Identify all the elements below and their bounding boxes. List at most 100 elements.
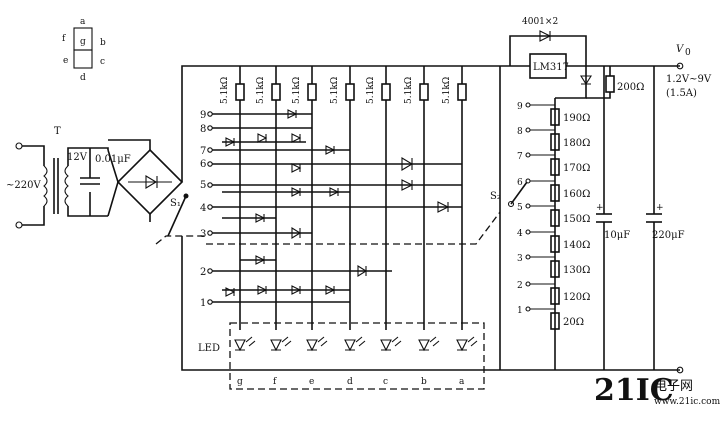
tap-number: 5 — [517, 203, 523, 213]
led-symbol — [234, 339, 246, 352]
tap-contact — [525, 102, 531, 108]
tap-number: 3 — [517, 254, 523, 264]
lm317-label: LM317 — [533, 62, 569, 73]
led-light-arrows — [317, 336, 328, 347]
divider-resistor — [550, 312, 560, 330]
led-resistor-label: 5.1kΩ — [292, 77, 302, 104]
led-label: LED — [198, 343, 220, 354]
switch-s2: S₂ — [206, 181, 528, 245]
divider-resistor — [550, 108, 560, 126]
led-symbol — [380, 339, 392, 352]
mains-voltage-label: ~220V — [6, 180, 41, 191]
tap-number: 2 — [517, 281, 523, 291]
divider-resistor-label: 20Ω — [563, 317, 584, 328]
switch-s1: S₁ — [155, 65, 680, 371]
watermark-brand: 21IC — [594, 373, 674, 408]
divider-resistor-label: 150Ω — [563, 214, 590, 225]
transformer-label: T — [54, 126, 61, 137]
led-light-arrows — [429, 336, 440, 347]
matrix-diodes — [222, 109, 450, 297]
output-label: V — [676, 44, 685, 55]
s1-contact-7: 7 — [200, 146, 206, 157]
s1-label: S₁ — [170, 198, 181, 209]
led-resistor — [381, 83, 391, 101]
led-light-arrows — [281, 336, 292, 347]
output-subscript: 0 — [685, 48, 691, 58]
led-light-arrows — [355, 336, 366, 347]
mains-input: ~220V — [6, 142, 45, 229]
seg-label-f: f — [62, 34, 66, 44]
segment-letter: d — [347, 377, 353, 387]
divider-resistor-label: 180Ω — [563, 138, 590, 149]
led-symbol — [456, 339, 468, 352]
s1-contact-9: 9 — [200, 110, 206, 121]
led-resistor — [271, 83, 281, 101]
tap-number: 6 — [517, 178, 523, 188]
output-range-label: 1.2V~9V — [666, 74, 712, 85]
led-resistor-label: 5.1kΩ — [442, 77, 452, 104]
top-resistor-label: 200Ω — [617, 82, 644, 93]
led-resistor — [307, 83, 317, 101]
divider-resistor — [550, 184, 560, 202]
watermark-url: www.21ic.com — [654, 397, 721, 407]
divider-ladder: 9190Ω8180Ω7170Ω6160Ω5150Ω4140Ω3130Ω2120Ω… — [517, 98, 590, 370]
divider-resistor-label: 190Ω — [563, 113, 590, 124]
segment-letter: c — [383, 377, 388, 387]
lm317-chip — [529, 53, 567, 79]
seg-label-e: e — [63, 56, 68, 66]
led-resistor-label: 5.1kΩ — [220, 77, 230, 104]
tap-contact — [525, 281, 531, 287]
divider-resistor — [550, 287, 560, 305]
bridge-rectifier — [107, 139, 184, 222]
contact-lines — [207, 111, 462, 305]
s1-contact-6: 6 — [200, 159, 206, 170]
tap-number: 9 — [517, 102, 523, 112]
segment-letter: g — [237, 377, 243, 387]
led-resistor-label: 5.1kΩ — [330, 77, 340, 104]
divider-resistor-label: 120Ω — [563, 292, 590, 303]
tap-number: 8 — [517, 127, 523, 137]
regulator-section: LM317 4001×2 200Ω V 0 1.2V~9V (1.5A) + 1… — [499, 17, 712, 374]
divider-resistor-label: 140Ω — [563, 240, 590, 251]
divider-resistor — [550, 260, 560, 278]
led-resistor — [419, 83, 429, 101]
seg-label-a: a — [80, 17, 86, 27]
svg-text:+: + — [656, 203, 664, 213]
s1-contact-5: 5 — [200, 180, 206, 191]
seg-label-d: d — [80, 73, 86, 83]
seg-label-c: c — [100, 57, 105, 67]
segment-legend: a f g b e c d — [62, 17, 106, 83]
c1-label: 10μF — [604, 230, 630, 241]
divider-resistor-label: 130Ω — [563, 265, 590, 276]
watermark-cn: 电子网 — [654, 379, 693, 394]
led-light-arrows — [391, 336, 402, 347]
led-resistor-label: 5.1kΩ — [256, 77, 266, 104]
tap-number: 7 — [517, 152, 523, 162]
led-symbol — [344, 339, 356, 352]
seg-label-b: b — [100, 38, 106, 48]
watermark-logo: 21IC 电子网 www.21ic.com — [594, 373, 721, 408]
svg-text:+: + — [596, 203, 604, 213]
led-resistor — [457, 83, 467, 101]
divider-resistor — [550, 209, 560, 227]
tap-contact — [525, 306, 531, 312]
led-resistor — [345, 83, 355, 101]
output-current-label: (1.5A) — [666, 88, 697, 99]
s1-contacts: 9 8 7 6 5 4 3 2 1 — [200, 110, 206, 309]
tap-contact — [525, 254, 531, 260]
s1-contact-4: 4 — [200, 203, 206, 214]
secondary-voltage-label: 12V — [67, 152, 88, 163]
tap-contact — [525, 203, 531, 209]
filter-cap-label: 0.01μF — [95, 154, 131, 165]
divider-resistor — [550, 235, 560, 253]
segment-letter: e — [309, 377, 314, 387]
led-symbol — [306, 339, 318, 352]
divider-resistor — [550, 158, 560, 176]
tap-contact — [525, 229, 531, 235]
led-resistor — [235, 83, 245, 101]
c2-label: 220μF — [652, 230, 685, 241]
divider-resistor — [550, 133, 560, 151]
s1-contact-2: 2 — [200, 267, 206, 278]
